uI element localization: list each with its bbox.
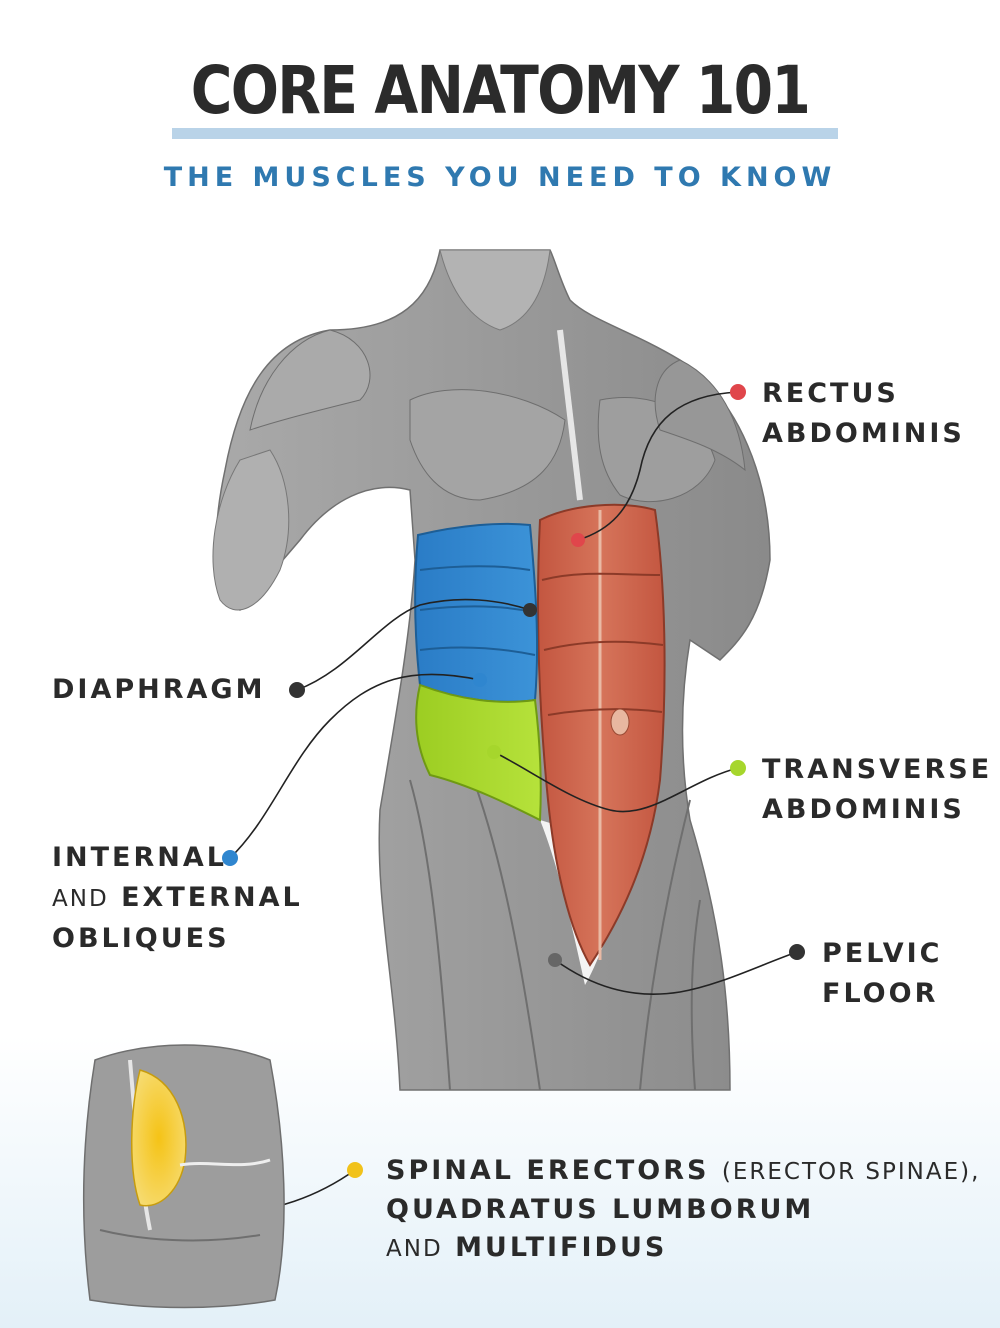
obliques-dot xyxy=(222,850,238,866)
spinal-dot xyxy=(347,1162,363,1178)
label-transverse-line2: ABDOMINIS xyxy=(762,794,965,825)
label-obliques-line1: INTERNAL xyxy=(52,842,227,873)
label-pelvic-line2: FLOOR xyxy=(822,978,939,1009)
diaphragm-dot xyxy=(289,682,305,698)
label-pelvic-floor: PELVIC FLOOR xyxy=(822,934,942,1014)
page-title: CORE ANATOMY 101 xyxy=(190,52,811,129)
label-spinal-line1: SPINAL ERECTORS (ERECTOR SPINAE), xyxy=(386,1152,980,1191)
back-inset-figure xyxy=(82,1044,285,1309)
label-obliques-and: AND xyxy=(52,886,109,912)
rectus-abdominis-muscle xyxy=(537,503,666,967)
label-rectus-line1: RECTUS xyxy=(762,378,899,409)
transverse-dot xyxy=(730,760,746,776)
title-underline xyxy=(172,128,838,139)
label-transverse-line1: TRANSVERSE xyxy=(762,754,993,785)
label-obliques-line2: AND EXTERNAL xyxy=(52,878,303,919)
label-spinal-and: AND xyxy=(386,1236,443,1262)
label-spinal-erectors-paren: (ERECTOR SPINAE), xyxy=(721,1159,981,1185)
rectus-dot xyxy=(730,384,746,400)
label-spinal-line2: QUADRATUS LUMBORUM xyxy=(386,1194,815,1225)
label-spinal-line3: AND MULTIFIDUS xyxy=(386,1229,980,1268)
label-obliques-line3: OBLIQUES xyxy=(52,923,230,954)
label-diaphragm-line1: DIAPHRAGM xyxy=(52,674,266,705)
label-pelvic-line1: PELVIC xyxy=(822,938,943,969)
label-rectus-line2: ABDOMINIS xyxy=(762,418,965,449)
label-spinal-multifidus: MULTIFIDUS xyxy=(455,1232,668,1263)
label-spinal-erectors: SPINAL ERECTORS (ERECTOR SPINAE), QUADRA… xyxy=(386,1152,980,1268)
page-subtitle: THE MUSCLES YOU NEED TO KNOW xyxy=(163,162,837,193)
label-rectus-abdominis: RECTUS ABDOMINIS xyxy=(762,374,965,454)
leader-lines xyxy=(164,391,798,1212)
label-diaphragm: DIAPHRAGM xyxy=(52,670,265,710)
label-obliques: INTERNAL AND EXTERNAL OBLIQUES xyxy=(52,838,303,959)
label-dots xyxy=(222,384,805,1178)
inner-target-dots xyxy=(158,533,585,1147)
label-spinal-erectors-bold: SPINAL ERECTORS xyxy=(386,1155,710,1186)
transverse-abdominis-region xyxy=(415,683,542,822)
label-obliques-external: EXTERNAL xyxy=(121,882,303,913)
label-transverse-abdominis: TRANSVERSE ABDOMINIS xyxy=(762,750,992,830)
pelvic-dot xyxy=(789,944,805,960)
